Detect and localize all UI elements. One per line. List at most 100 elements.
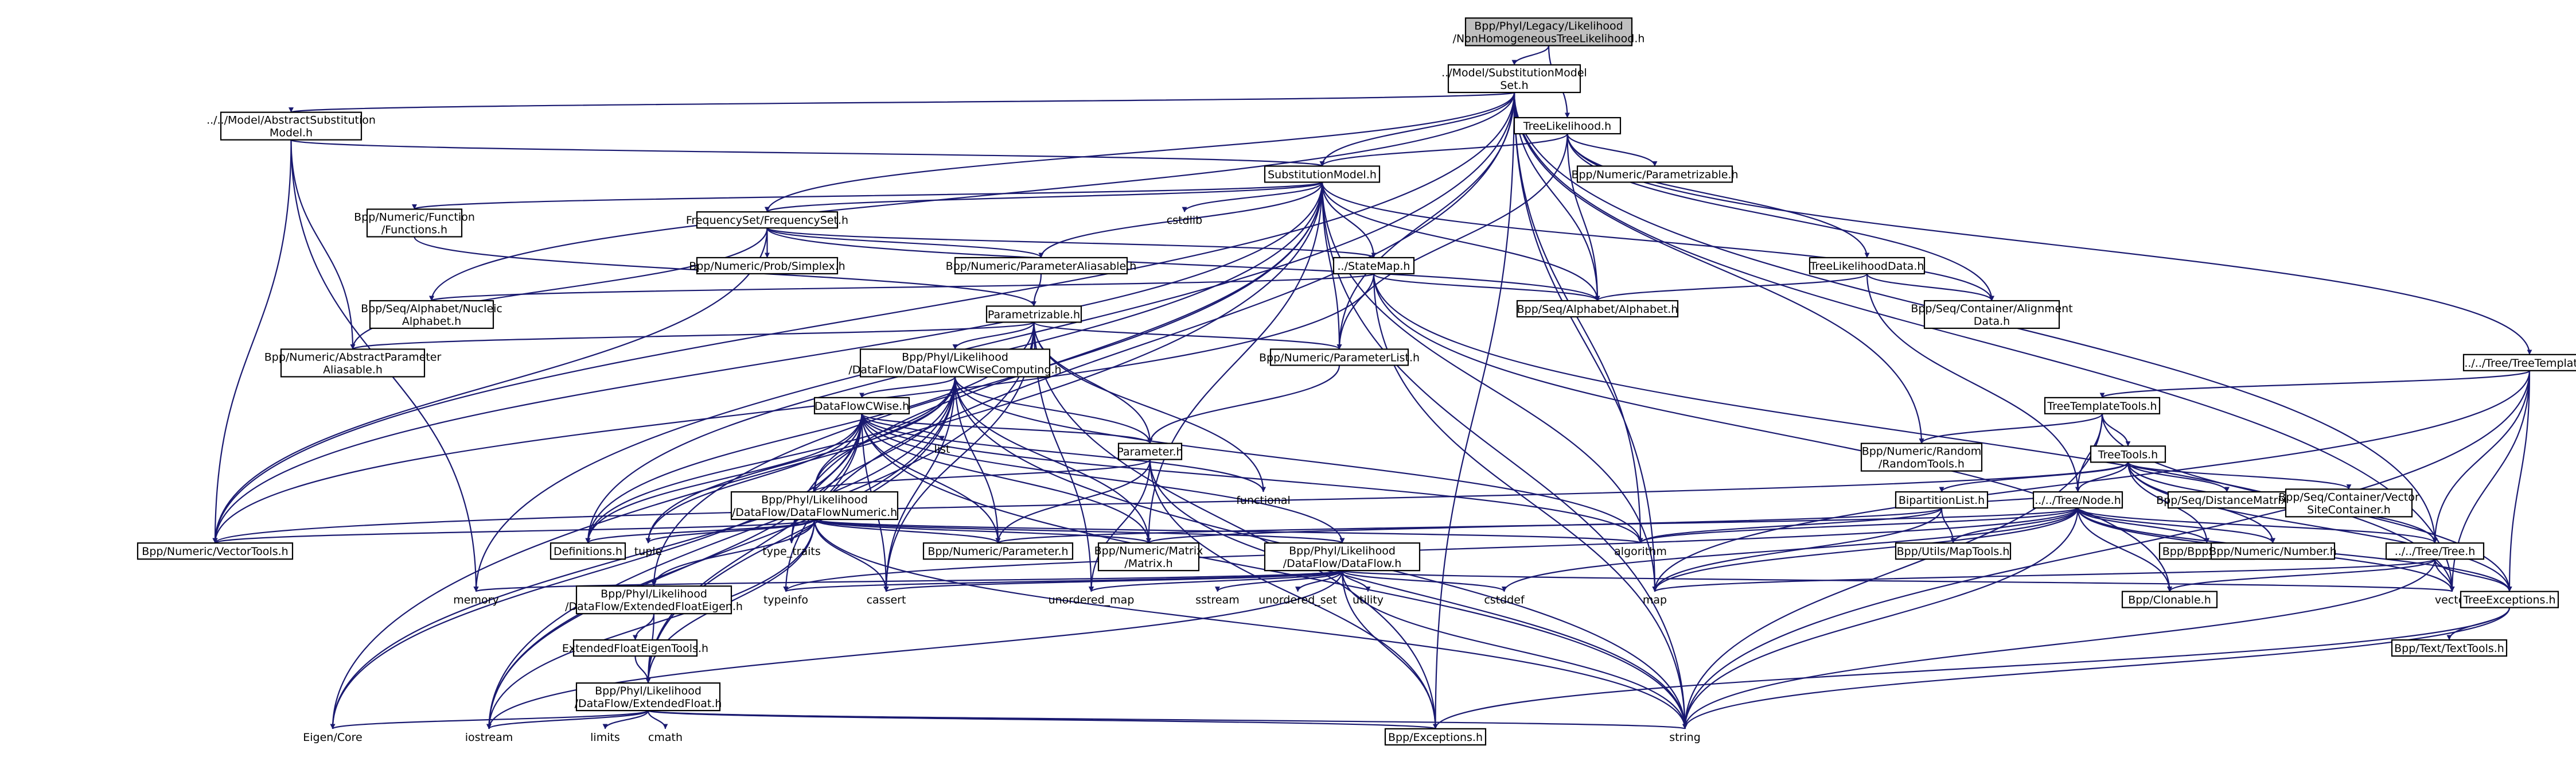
node-box xyxy=(1464,17,1633,46)
edge-df_dataflow-to-cassert xyxy=(883,570,1343,592)
node-parameter[interactable]: Parameter.h xyxy=(1117,442,1183,460)
node-param-list[interactable]: Bpp/Numeric/ParameterList.h xyxy=(1259,348,1420,366)
edge-df_cwise_comp-to-df_cwise xyxy=(859,376,956,398)
node-label: Bpp/Seq/Container/Alignment xyxy=(1911,302,2072,315)
edge-tree_lik-to-seq_alphabet xyxy=(1566,134,1600,301)
edge-tree_exceptions-to-string xyxy=(1682,607,2511,729)
node-random-tools[interactable]: Bpp/Numeric/Random/RandomTools.h xyxy=(1860,442,1983,472)
node-box xyxy=(2385,542,2485,560)
node-label: Model.h xyxy=(270,127,313,139)
node-tree-tools[interactable]: TreeTools.h xyxy=(2090,445,2166,463)
node-df-cwise-comp[interactable]: Bpp/Phyl/Likelihood/DataFlow/DataFlowCWi… xyxy=(848,348,1062,378)
node-box xyxy=(813,397,910,414)
edge-tree_node-to-numeric_parameter xyxy=(996,507,2079,544)
node-df-cwise[interactable]: DataFlowCWise.h xyxy=(813,397,910,414)
node-ext-float-eigen-tools[interactable]: ExtendedFloatEigenTools.h xyxy=(562,639,708,657)
node-label: functional xyxy=(1236,494,1291,507)
node-tree-lik-data[interactable]: TreeLikelihoodData.h xyxy=(1809,257,1926,275)
edge-state_map-to-seq_nucleic xyxy=(429,273,1375,302)
node-tree-tree[interactable]: ../../Tree/Tree.h xyxy=(2385,542,2485,560)
edge-tree_tools-to-vector_tools xyxy=(212,461,2129,544)
edge-tree_node-to-cstddef xyxy=(1502,507,2079,592)
node-tree-node[interactable]: ../../Tree/Node.h xyxy=(2032,491,2123,509)
edge-df_cwise-to-df_dataflow xyxy=(861,413,1345,544)
node-seq-distance[interactable]: Bpp/Seq/DistanceMatrix.h xyxy=(2156,491,2298,509)
node-bpp-exceptions[interactable]: Bpp/Exceptions.h xyxy=(1384,728,1487,746)
node-df-numeric[interactable]: Bpp/Phyl/Likelihood/DataFlow/DataFlowNum… xyxy=(730,491,899,521)
node-box xyxy=(1923,300,2060,329)
node-seq-alphabet[interactable]: Bpp/Seq/Alphabet/Alphabet.h xyxy=(1516,300,1679,318)
edge-freq_set-to-state_map xyxy=(766,227,1377,258)
node-freq-set[interactable]: FrequencySet/FrequencySet.h xyxy=(686,211,848,229)
node-vector-tools[interactable]: Bpp/Numeric/VectorTools.h xyxy=(137,542,294,560)
edge-df_cwise_comp-to-tuple xyxy=(645,376,956,544)
edge-tree_lik-to-seq_alignment xyxy=(1566,134,1994,301)
node-param-aliasable[interactable]: Bpp/Numeric/ParameterAliasable.h xyxy=(946,257,1137,275)
node-label: Bpp/Numeric/Matrix xyxy=(1094,545,1203,557)
edge-parametrizable-to-abs_param_alias xyxy=(350,321,1035,350)
edge-df_numeric-to-df_ext_eigen xyxy=(651,519,816,587)
node-box xyxy=(985,305,1082,323)
edge-df_cwise_comp-to-definitions xyxy=(585,376,956,544)
node-definitions[interactable]: Definitions.h xyxy=(550,542,626,560)
node-tree-template-tools[interactable]: TreeTemplateTools.h xyxy=(2044,397,2161,414)
node-text-tools[interactable]: Bpp/Text/TextTools.h xyxy=(2391,639,2508,657)
node-subst-model[interactable]: SubstitutionModel.h xyxy=(1264,165,1381,183)
edge-parametrizable-to-df_cwise_comp xyxy=(952,322,1035,350)
edge-df_dataflow-to-memory xyxy=(474,570,1343,592)
edge-subst_model-to-eigen_core xyxy=(330,182,1323,729)
node-label: cassert xyxy=(867,594,906,607)
node-numeric-number[interactable]: Bpp/Numeric/Number.h xyxy=(2209,542,2337,560)
node-label: SiteContainer.h xyxy=(2307,503,2391,516)
node-box xyxy=(2032,491,2123,509)
node-functional: functional xyxy=(1236,494,1291,507)
node-num-param-h[interactable]: Bpp/Numeric/Parametrizable.h xyxy=(1571,165,1739,183)
header-nodes: Bpp/Phyl/Legacy/Likelihood/NonHomogeneou… xyxy=(137,17,2576,746)
node-box xyxy=(859,348,1051,378)
node-box xyxy=(2462,354,2576,371)
node-df-ext-float[interactable]: Bpp/Phyl/Likelihood/DataFlow/ExtendedFlo… xyxy=(575,682,722,712)
node-df-dataflow[interactable]: Bpp/Phyl/Likelihood/DataFlow/DataFlow.h xyxy=(1264,542,1421,572)
node-numeric-matrix[interactable]: Bpp/Numeric/Matrix/Matrix.h xyxy=(1094,542,1203,572)
node-numeric-parameter[interactable]: Bpp/Numeric/Parameter.h xyxy=(922,542,1074,560)
node-label: Bpp/Clonable.h xyxy=(2128,594,2211,607)
node-tree-exceptions[interactable]: TreeExceptions.h xyxy=(2460,591,2559,608)
edge-tree_template-to-tree_tree xyxy=(2432,370,2531,544)
node-box xyxy=(1097,542,1200,572)
edge-df_ext_float-to-limits xyxy=(602,710,649,729)
node-clonable[interactable]: Bpp/Clonable.h xyxy=(2121,591,2218,608)
edge-df_cwise-to-numeric_matrix xyxy=(861,413,1151,544)
node-label: cstdlib xyxy=(1167,214,1202,227)
node-root[interactable]: Bpp/Phyl/Legacy/Likelihood/NonHomogeneou… xyxy=(1453,17,1645,46)
node-box xyxy=(572,639,698,657)
node-label: /Matrix.h xyxy=(1124,557,1172,570)
node-prob-simplex[interactable]: Bpp/Numeric/Prob/Simplex.h xyxy=(689,257,845,275)
node-box xyxy=(1117,442,1183,460)
node-tree-lik[interactable]: TreeLikelihood.h xyxy=(1513,117,1622,135)
node-label: ../../Tree/Node.h xyxy=(2035,494,2121,507)
edge-subst_set-to-algorithm xyxy=(1513,92,1643,544)
node-num-function[interactable]: Bpp/Numeric/Function/Functions.h xyxy=(354,208,475,238)
edge-param_list-to-parameter xyxy=(1147,365,1340,444)
node-label: Bpp/Seq/Alphabet/Alphabet.h xyxy=(1517,303,1678,316)
edge-df_cwise_comp-to-parameter xyxy=(954,376,1153,444)
node-parametrizable[interactable]: Parametrizable.h xyxy=(985,305,1082,323)
edge-df_dataflow-to-vector xyxy=(1341,570,2454,592)
node-utils-maptools[interactable]: Bpp/Utils/MapTools.h xyxy=(1895,542,2012,560)
node-label: tuple xyxy=(634,545,662,558)
node-label: Eigen/Core xyxy=(303,731,362,744)
node-state-map[interactable]: ../StateMap.h xyxy=(1332,257,1415,275)
node-label: /DataFlow/DataFlow.h xyxy=(1283,557,1402,570)
edge-state_map-to-vector xyxy=(1373,273,2455,592)
node-bipartition[interactable]: BipartitionList.h xyxy=(1895,491,1989,509)
edge-subst_set-to-param_list xyxy=(1336,92,1515,350)
node-tree-template[interactable]: ../../Tree/TreeTemplate.h xyxy=(2462,354,2576,371)
node-df-ext-eigen[interactable]: Bpp/Phyl/Likelihood/DataFlow/ExtendedFlo… xyxy=(565,585,743,615)
node-label: ../StateMap.h xyxy=(1338,260,1410,273)
